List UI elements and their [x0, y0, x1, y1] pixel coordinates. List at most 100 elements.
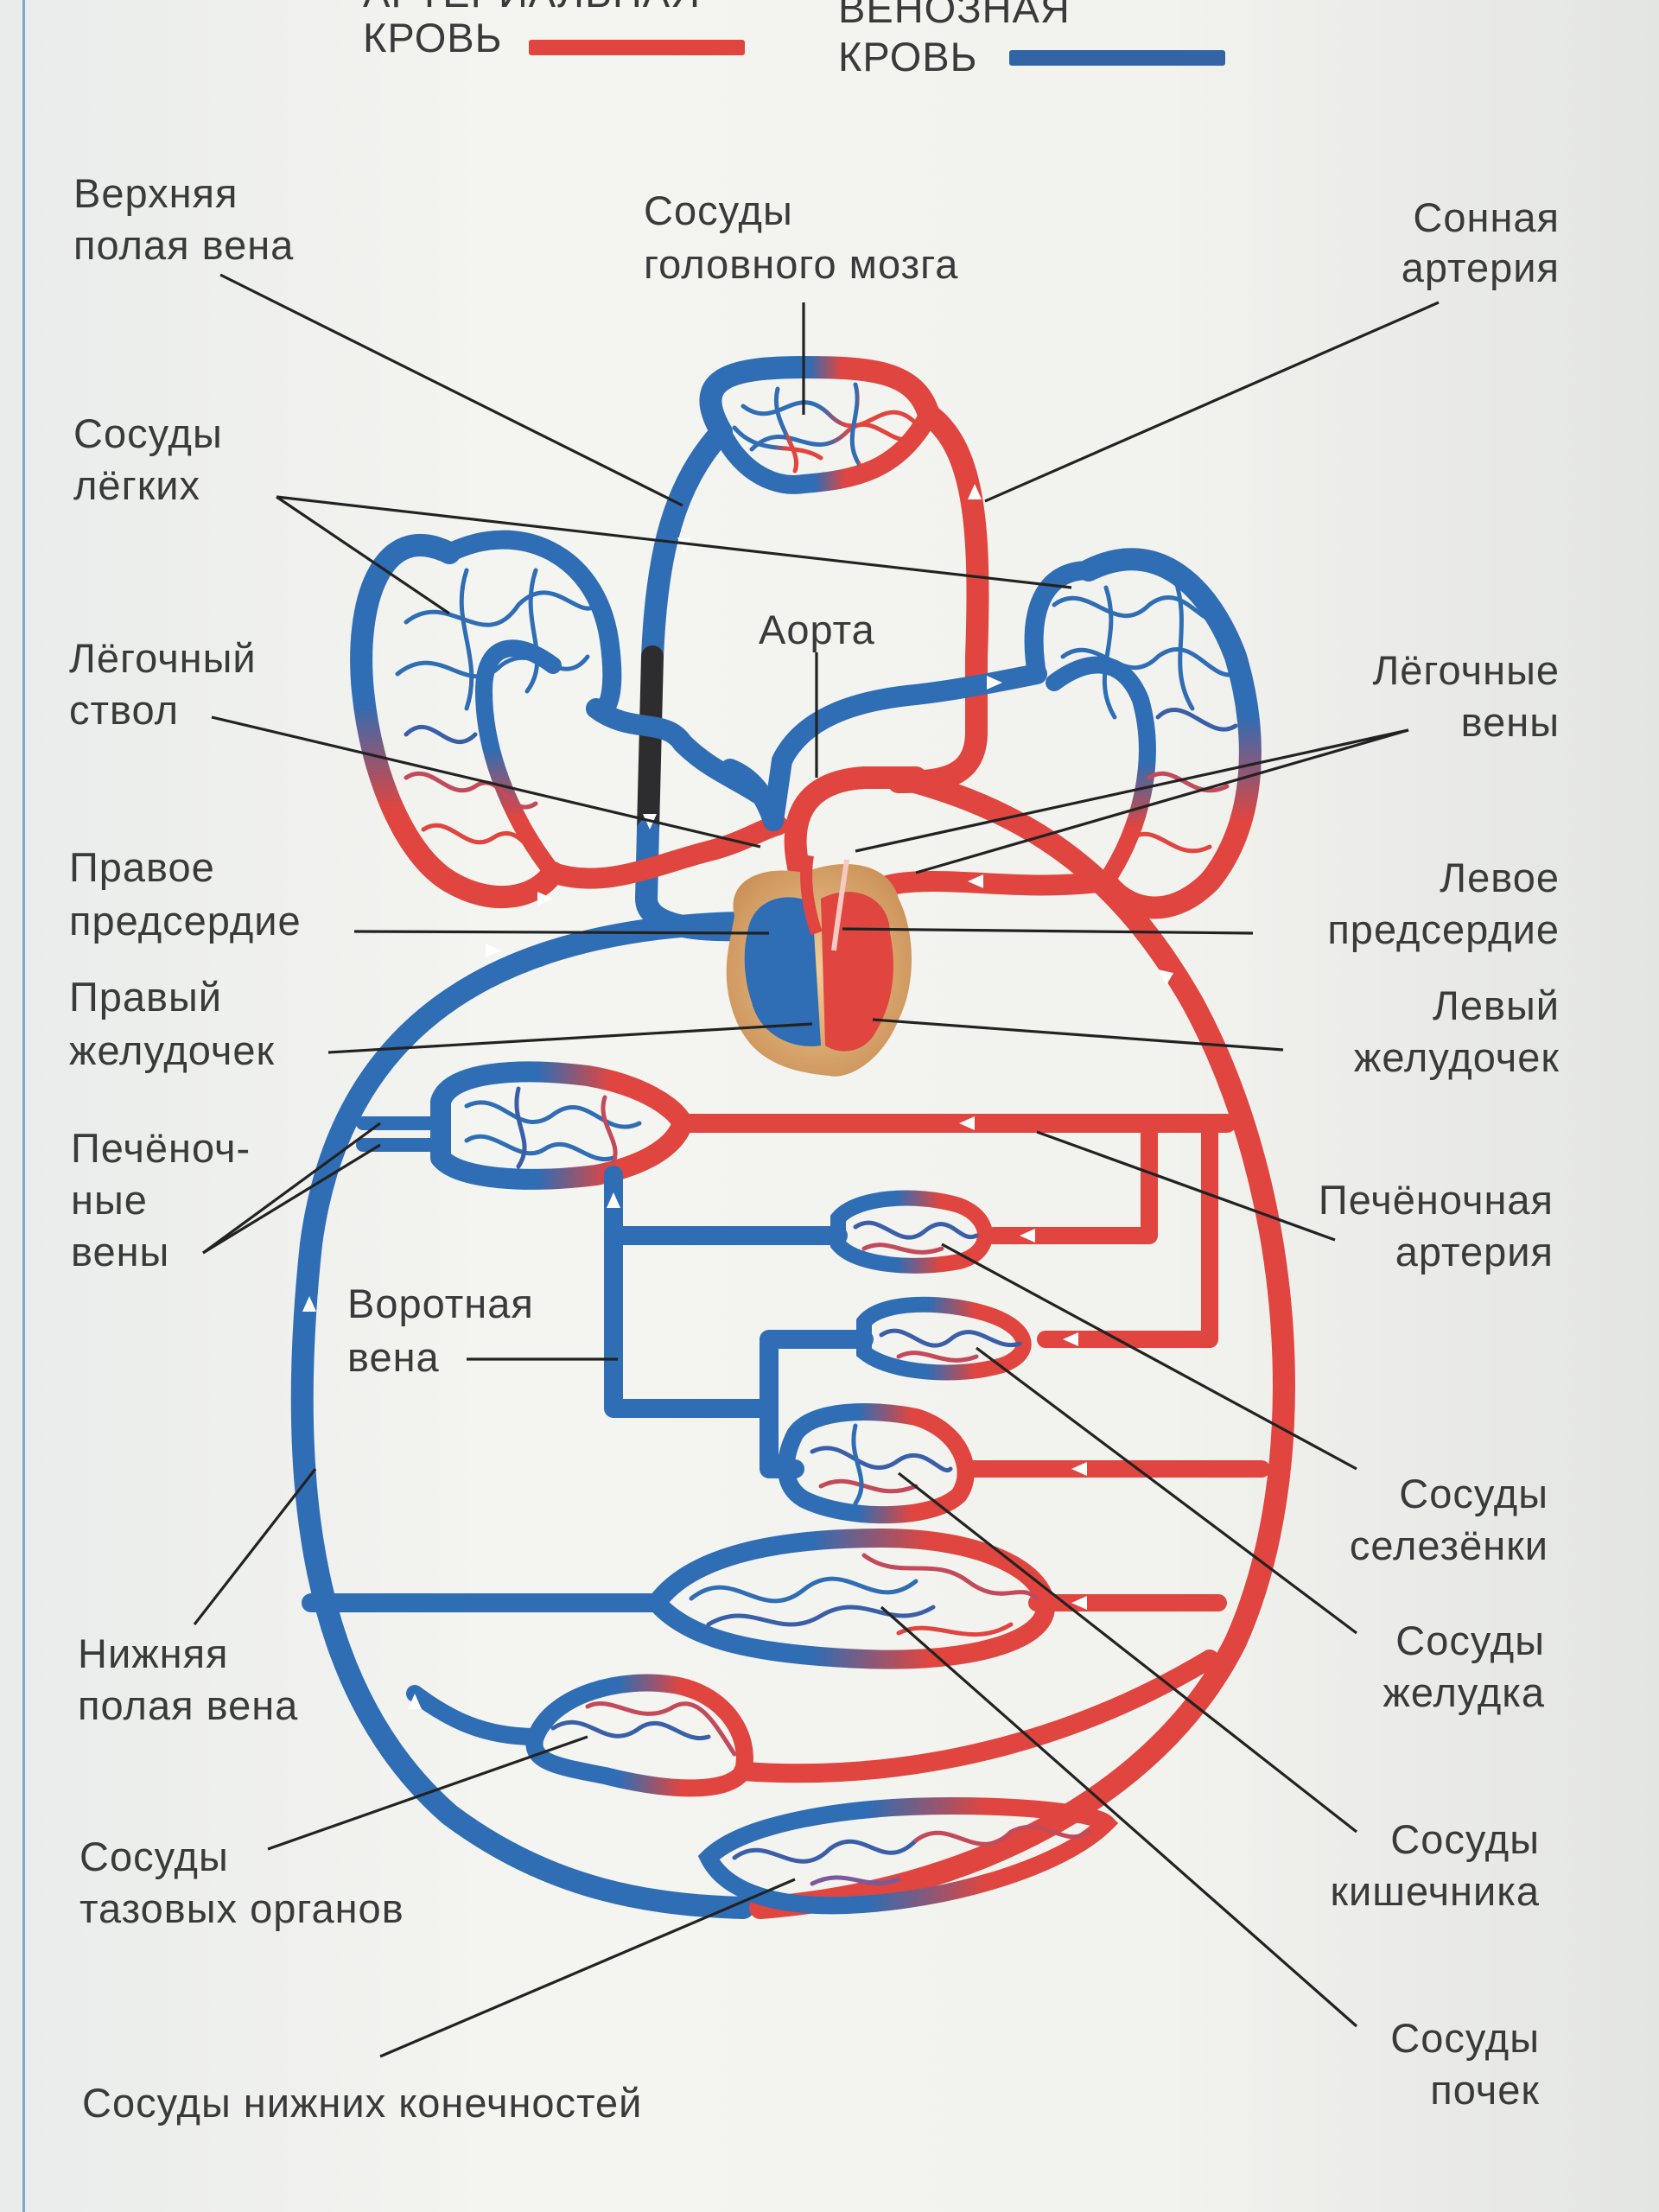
- label-kidneys-line1: Сосуды: [1390, 2015, 1540, 2061]
- arrow-portal: [607, 1192, 620, 1208]
- arrow-aorta-descending: [1158, 969, 1173, 985]
- pelvic-outline: [525, 1674, 753, 1797]
- leader-left-atrium: [842, 927, 1254, 935]
- heart-left-side: [821, 892, 893, 1052]
- leader-lungs-2: [276, 495, 1072, 589]
- heart: [726, 854, 912, 1077]
- label-right-atrium-line1: Правое: [69, 844, 215, 890]
- labels: Верхняя полая вена Сосуды головного мозг…: [69, 170, 1560, 2126]
- spleen-capillaries: [879, 1328, 1022, 1363]
- leader-legs: [379, 1878, 796, 2058]
- leader-pulm-trunk: [211, 715, 761, 849]
- legend-arterial-line2: КРОВЬ: [363, 15, 502, 60]
- label-kidneys-line2: почек: [1430, 2067, 1540, 2113]
- label-svc-line1: Верхняя: [73, 170, 238, 216]
- arrow-ivc-1: [302, 1296, 316, 1312]
- leader-lungs-1: [276, 495, 450, 615]
- legs-capillaries: [732, 1824, 1091, 1886]
- svc-upper: [641, 421, 733, 668]
- carotid-artery: [887, 404, 989, 793]
- vessels: [290, 355, 1295, 1919]
- label-intestine-line2: кишечника: [1330, 1868, 1540, 1914]
- leader-kidneys: [880, 1605, 1358, 2028]
- leader-spleen: [941, 1243, 1357, 1471]
- portal-vein: [604, 1166, 874, 1418]
- pelvic-artery: [734, 1649, 1219, 1783]
- systemic-venous-loop: [290, 911, 810, 1919]
- label-pulm-trunk-line2: ствол: [69, 687, 179, 733]
- stomach-artery: [985, 1115, 1158, 1244]
- label-lungs-line1: Сосуды: [73, 410, 223, 456]
- label-aorta: Аорта: [759, 607, 875, 652]
- left-pulmonary-vein: [543, 815, 788, 889]
- arrow-right-pulm-vein: [968, 874, 983, 888]
- pelvic-capillaries: [550, 1701, 737, 1757]
- label-hepatic-veins-line2: ные: [71, 1177, 148, 1223]
- label-spleen-line2: селезёнки: [1350, 1522, 1548, 1568]
- label-carotid-line1: Сонная: [1413, 194, 1560, 240]
- arrow-hepatic-artery: [959, 1116, 975, 1130]
- label-portal-line2: вена: [347, 1334, 440, 1380]
- label-brain-line1: Сосуды: [644, 188, 793, 233]
- label-right-ventricle-line1: Правый: [69, 974, 222, 1020]
- leader-ivc: [193, 1468, 317, 1625]
- label-hepatic-veins-line1: Печёноч-: [71, 1125, 251, 1171]
- right-lung-inner: [1046, 656, 1156, 890]
- arrow-spleen-artery: [1063, 1332, 1078, 1346]
- leader-stomach: [976, 1346, 1357, 1635]
- label-brain-line2: головного мозга: [644, 241, 958, 287]
- label-hepatic-artery-line2: артерия: [1395, 1229, 1554, 1274]
- aortic-root: [800, 854, 823, 936]
- label-spleen-line1: Сосуды: [1399, 1471, 1548, 1516]
- brain-loop-bottom: [712, 405, 938, 494]
- legend-venous-line2: КРОВЬ: [838, 34, 977, 79]
- label-pulm-trunk-line1: Лёгочный: [69, 635, 257, 681]
- right-lung-top: [1024, 561, 1098, 683]
- leader-intestine: [898, 1471, 1357, 1834]
- arrow-right-pulm-artery: [987, 676, 1002, 690]
- leader-pulm-veins-2: [915, 728, 1409, 874]
- intestine-outline: [777, 1403, 975, 1524]
- arrow-ivc-2: [408, 1694, 422, 1709]
- right-lung-outer: [1077, 548, 1262, 919]
- leader-hepatic-artery: [1036, 1130, 1336, 1242]
- leader-svc: [219, 273, 683, 507]
- label-right-ventricle-line2: желудочек: [69, 1027, 275, 1073]
- label-carotid-line2: артерия: [1402, 245, 1560, 290]
- label-pulm-veins-line2: вены: [1461, 699, 1560, 745]
- stomach-outline: [830, 1190, 993, 1274]
- leader-hepatic-veins-2: [202, 1143, 381, 1255]
- legend-venous-line1: ВЕНОЗНАЯ: [838, 0, 1071, 31]
- intestine-capillaries: [810, 1423, 953, 1506]
- label-ivc-line2: полая вена: [78, 1682, 298, 1728]
- legend-arterial-line1: АРТЕРИАЛЬНАЯ: [363, 0, 701, 16]
- arrow-stomach-artery: [1020, 1229, 1035, 1243]
- brain-capillaries: [732, 382, 918, 474]
- flow-arrows: [302, 484, 1173, 1709]
- label-portal-line1: Воротная: [347, 1281, 534, 1326]
- leader-carotid: [984, 301, 1440, 503]
- svc-dark: [637, 645, 664, 841]
- leader-pulm-veins-1: [855, 728, 1409, 853]
- label-hepatic-veins-line3: вены: [71, 1229, 169, 1274]
- label-stomach-line2: желудка: [1382, 1669, 1545, 1715]
- kidneys-outline: [644, 1528, 1056, 1669]
- legend: АРТЕРИАЛЬНАЯ КРОВЬ ВЕНОЗНАЯ КРОВЬ: [363, 0, 1225, 79]
- label-hepatic-artery-line1: Печёночная: [1319, 1177, 1554, 1223]
- liver-capillaries: [464, 1086, 642, 1169]
- arrow-carotid: [968, 484, 982, 499]
- leader-hepatic-veins-1: [202, 1122, 381, 1255]
- label-left-ventricle-line1: Левый: [1433, 982, 1560, 1028]
- left-lung-inner: [474, 639, 562, 881]
- label-pelvic-line1: Сосуды: [79, 1834, 229, 1879]
- legend-venous-swatch: [1009, 50, 1225, 66]
- pelvic-vein: [406, 1685, 544, 1745]
- arrow-intestine-artery: [1071, 1462, 1087, 1476]
- brain-loop-top: [699, 355, 940, 443]
- label-stomach-line1: Сосуды: [1395, 1618, 1545, 1663]
- leader-right-atrium: [353, 930, 770, 935]
- label-pelvic-line2: тазовых органов: [79, 1885, 404, 1931]
- arrow-kidney-artery: [1071, 1596, 1087, 1610]
